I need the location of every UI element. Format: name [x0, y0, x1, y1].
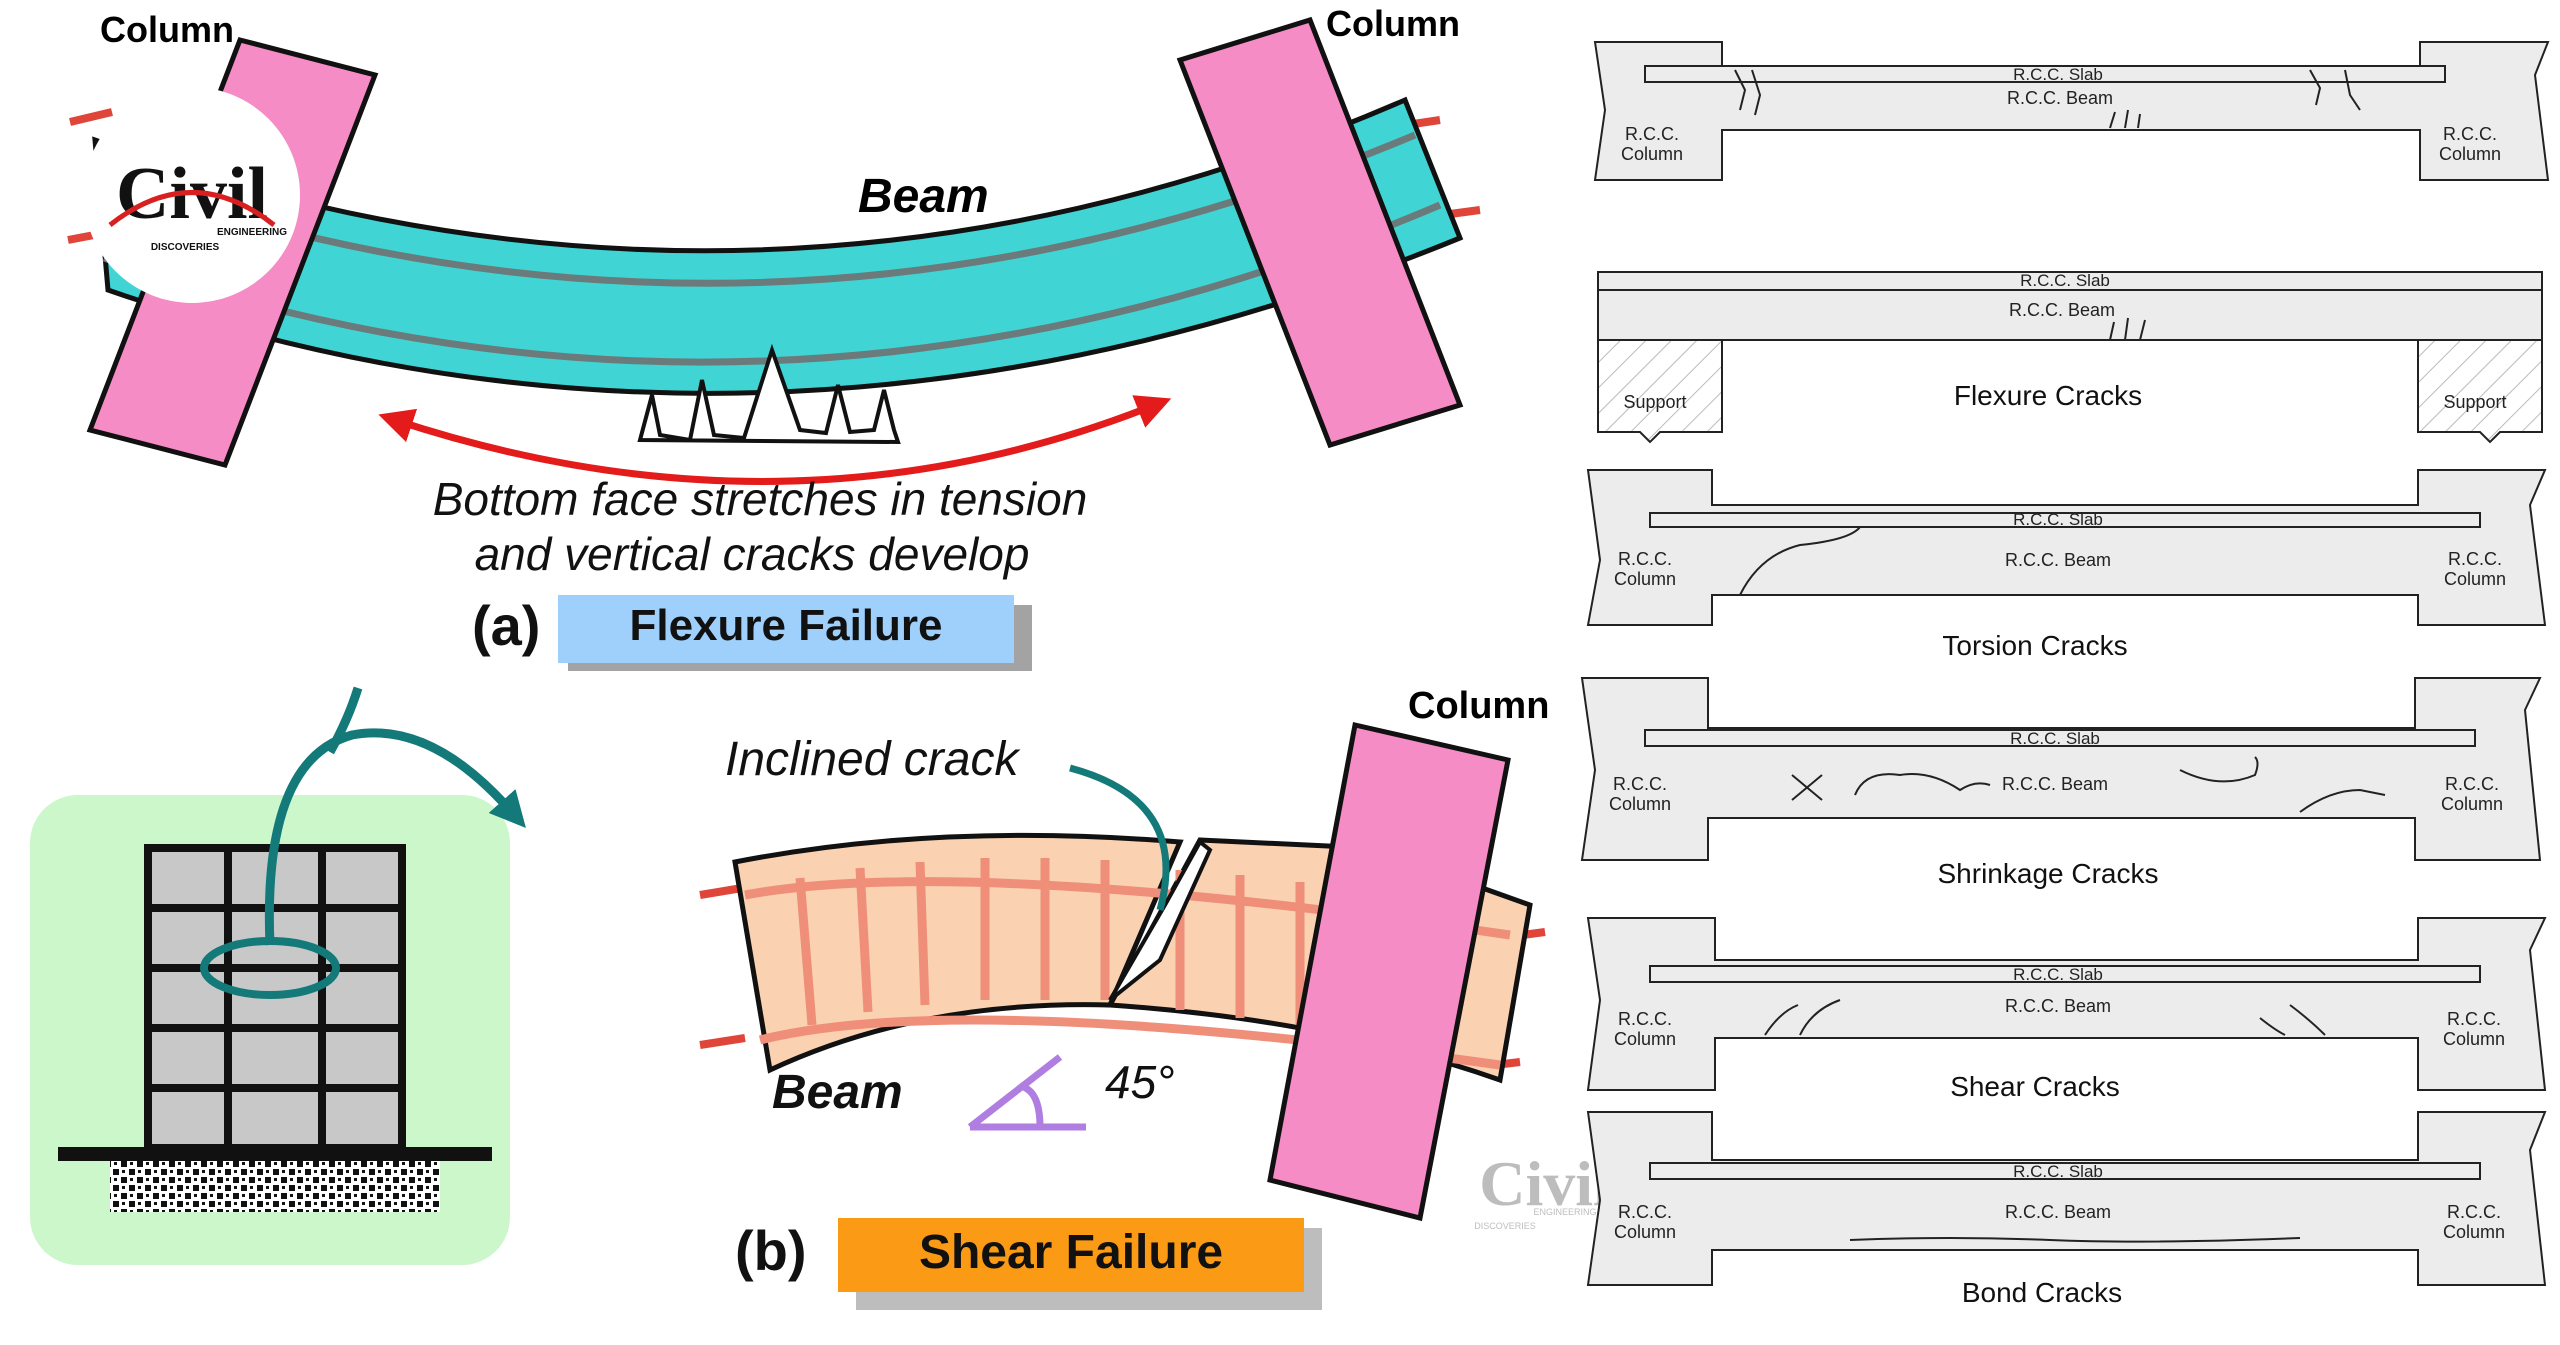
shear-beam-label-panel: R.C.C. Beam	[2005, 996, 2111, 1016]
shear-column	[1267, 721, 1511, 1222]
shear-col-right-l2: Column	[2443, 1029, 2505, 1049]
shear-rebar-stub-left-bottom	[699, 1034, 746, 1049]
bond-slab-label: R.C.C. Slab	[2013, 1162, 2103, 1181]
torsion-beam-label: R.C.C. Beam	[2005, 550, 2111, 570]
logo-bridge-icon	[108, 190, 276, 227]
shear-figure: Column Inclined crack Beam 45° (b) Shear…	[699, 685, 1635, 1310]
angle-45-icon	[967, 1054, 1086, 1131]
building-callout-arrow	[264, 728, 526, 946]
shrinkage-col-left-l2: Column	[1609, 794, 1671, 814]
crack-type-shear: Shear Cracks	[1950, 1071, 2120, 1102]
bond-col-right-l1: R.C.C.	[2447, 1202, 2501, 1222]
flexure-beam-label-panel: R.C.C. Beam	[2009, 300, 2115, 320]
general-slab-label: R.C.C. Slab	[2013, 65, 2103, 84]
building-foundation	[110, 1160, 440, 1212]
watermark-logo-word: Civil	[1479, 1148, 1611, 1219]
flexure-caption-line1: Bottom face stretches in tension	[433, 473, 1088, 525]
flexure-column-left-label: Column	[100, 9, 234, 50]
flexure-beam	[92, 96, 1464, 396]
crack-types-panel: R.C.C. Slab R.C.C. Beam R.C.C. Column R.…	[1580, 41, 2550, 1308]
flexure-column-right	[1176, 16, 1464, 449]
tension-arrow	[378, 395, 1172, 485]
crack-pointer	[1069, 764, 1170, 911]
crack-type-flexure: Flexure Cracks	[1954, 380, 2142, 411]
shear-title-box	[838, 1218, 1304, 1292]
shrinkage-col-right-l1: R.C.C.	[2445, 774, 2499, 794]
crack-diagram-bond: R.C.C. Slab R.C.C. Beam R.C.C. Column R.…	[1586, 1111, 2547, 1308]
shear-beam-left	[732, 832, 1184, 1074]
shear-angle-label: 45°	[1105, 1056, 1175, 1108]
shrinkage-col-left-l1: R.C.C.	[1613, 774, 1667, 794]
torsion-col-left-l1: R.C.C.	[1618, 549, 1672, 569]
building-callout-tail	[326, 686, 363, 755]
shear-panel-letter: (b)	[735, 1219, 807, 1282]
shear-inclined-crack	[1108, 838, 1213, 1002]
torsion-slab-label: R.C.C. Slab	[2013, 510, 2103, 529]
bond-col-left-l1: R.C.C.	[1618, 1202, 1672, 1222]
flexure-title-box	[558, 595, 1014, 663]
bond-col-right-l2: Column	[2443, 1222, 2505, 1242]
crack-diagram-general: R.C.C. Slab R.C.C. Beam R.C.C. Column R.…	[1593, 41, 2550, 181]
shear-crack-label: Inclined crack	[725, 733, 1021, 786]
shrinkage-slab-label: R.C.C. Slab	[2010, 729, 2100, 748]
flexure-title: Flexure Failure	[629, 601, 942, 650]
flexure-panel-letter: (a)	[472, 594, 540, 657]
crack-diagram-shrinkage: R.C.C. Slab R.C.C. Beam R.C.C. Column R.…	[1580, 677, 2542, 889]
shear-beam-label: Beam	[772, 1066, 903, 1119]
crack-diagram-flexure: R.C.C. Slab R.C.C. Beam Support Support …	[1597, 271, 2543, 444]
shear-col-left-l1: R.C.C.	[1618, 1009, 1672, 1029]
logo-line2: ENGINEERING	[217, 227, 287, 238]
shear-column-label: Column	[1408, 685, 1549, 727]
flexure-support-left: Support	[1623, 392, 1686, 412]
bond-beam-label: R.C.C. Beam	[2005, 1202, 2111, 1222]
crack-type-shrinkage: Shrinkage Cracks	[1938, 858, 2159, 889]
flexure-caption-line2: and vertical cracks develop	[475, 528, 1030, 580]
civil-logo: Civil ENGINEERING DISCOVERIES	[84, 87, 300, 303]
flexure-support-right: Support	[2443, 392, 2506, 412]
flexure-beam-label: Beam	[858, 170, 989, 223]
torsion-col-left-l2: Column	[1614, 569, 1676, 589]
crack-type-torsion: Torsion Cracks	[1942, 630, 2127, 661]
building-figure	[30, 686, 526, 1265]
flexure-column-right-label: Column	[1326, 3, 1460, 44]
shear-col-left-l2: Column	[1614, 1029, 1676, 1049]
crack-type-bond: Bond Cracks	[1962, 1277, 2122, 1308]
general-col-right-l2: Column	[2439, 144, 2501, 164]
general-col-left-l2: Column	[1621, 144, 1683, 164]
shear-title: Shear Failure	[919, 1226, 1223, 1279]
general-beam-label: R.C.C. Beam	[2007, 88, 2113, 108]
logo-line3: DISCOVERIES	[151, 242, 220, 253]
crack-diagram-shear: R.C.C. Slab R.C.C. Beam R.C.C. Column R.…	[1586, 917, 2547, 1102]
watermark-logo: Civil ENGINEERING DISCOVERIES	[1445, 1090, 1635, 1280]
flexure-figure: Column Column Beam Bottom face stretches…	[67, 3, 1481, 671]
flexure-slab-label: R.C.C. Slab	[2020, 271, 2110, 290]
torsion-col-right-l2: Column	[2444, 569, 2506, 589]
shrinkage-beam-label: R.C.C. Beam	[2002, 774, 2108, 794]
shrinkage-col-right-l2: Column	[2441, 794, 2503, 814]
shear-slab-label-panel: R.C.C. Slab	[2013, 965, 2103, 984]
general-col-right-l1: R.C.C.	[2443, 124, 2497, 144]
general-col-left-l1: R.C.C.	[1625, 124, 1679, 144]
shear-rebar-stub-left-top	[699, 884, 743, 899]
shear-col-right-l1: R.C.C.	[2447, 1009, 2501, 1029]
watermark-logo-line3: DISCOVERIES	[1474, 1221, 1536, 1231]
flexure-rebar-stub-left	[69, 108, 113, 126]
crack-diagram-torsion: R.C.C. Slab R.C.C. Beam R.C.C. Column R.…	[1586, 469, 2547, 661]
torsion-col-right-l1: R.C.C.	[2448, 549, 2502, 569]
bond-col-left-l2: Column	[1614, 1222, 1676, 1242]
watermark-logo-line2: ENGINEERING	[1533, 1207, 1596, 1217]
